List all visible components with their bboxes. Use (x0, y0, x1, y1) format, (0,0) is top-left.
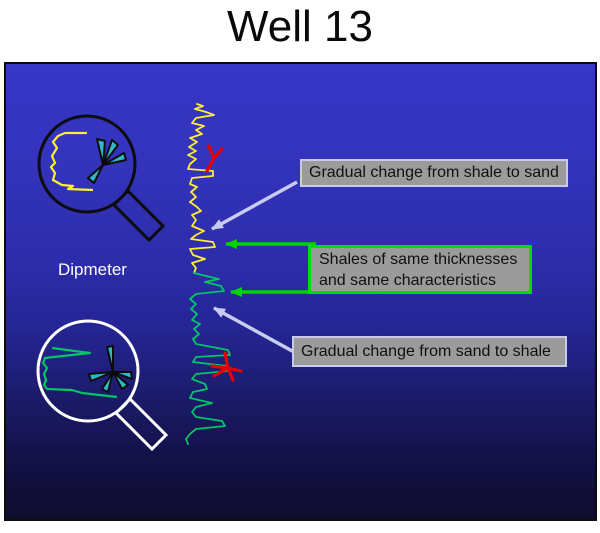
callout-shale-to-sand: Gradual change from shale to sand (300, 159, 568, 187)
red-fan-icon (210, 351, 243, 382)
callout-text-line2: and same characteristics (319, 271, 496, 289)
log-curve-yellow (187, 103, 216, 274)
callout-same-shales: Shales of same thicknesses and same char… (308, 245, 532, 294)
dip-arrows-icon (87, 138, 127, 184)
well-log-curve (185, 103, 231, 445)
dip-fan-icon (88, 345, 133, 393)
dipmeter-label: Dipmeter (58, 260, 127, 279)
arrow-sand-to-shale (213, 306, 295, 354)
log-curve-green (185, 272, 231, 445)
red-tadpole-icon (205, 144, 224, 173)
magnifier-shale-icon (37, 114, 166, 243)
callout-text: Gradual change from shale to sand (309, 164, 559, 181)
slide-title: Well 13 (227, 2, 373, 51)
arrow-shale-to-sand (211, 180, 298, 231)
magnifier-sand-icon (36, 319, 169, 452)
callout-sand-to-shale: Gradual change from sand to shale (292, 336, 567, 367)
callout-text-line1: Shales of same thicknesses (319, 250, 518, 268)
callout-text: Gradual change from sand to shale (301, 342, 551, 360)
